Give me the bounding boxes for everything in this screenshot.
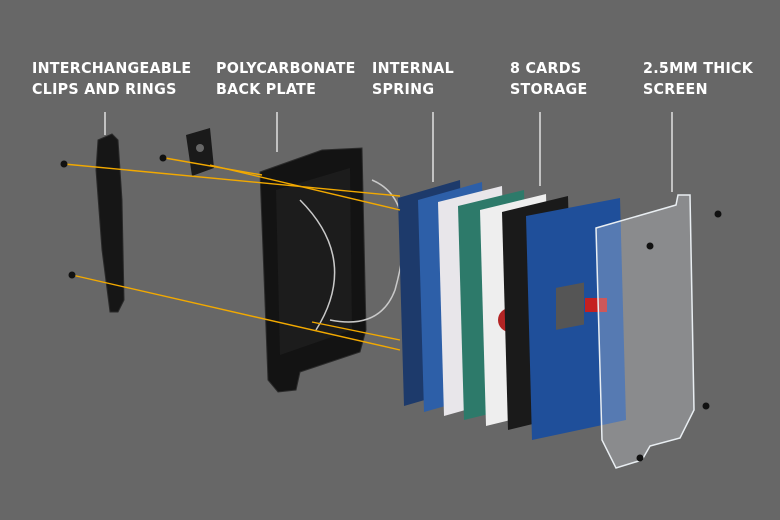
label-line: 8 CARDS xyxy=(510,59,582,77)
internal-spring xyxy=(299,179,405,331)
label-line: BACK PLATE xyxy=(216,80,317,98)
label-internal-spring: INTERNAL SPRING xyxy=(372,58,454,100)
screws xyxy=(60,154,722,462)
label-card-storage: 8 CARDS STORAGE xyxy=(510,58,588,100)
guide-lines xyxy=(63,157,401,351)
label-line: STORAGE xyxy=(510,80,588,98)
label-line: INTERNAL xyxy=(372,59,454,77)
label-screen: 2.5MM THICK SCREEN xyxy=(643,58,753,100)
cards-stack xyxy=(398,180,626,440)
belt-clip xyxy=(95,133,125,313)
label-line: 2.5MM THICK xyxy=(643,59,754,77)
label-line: SPRING xyxy=(372,80,435,98)
label-line: INTERCHANGEABLE xyxy=(32,59,192,77)
leader-lines xyxy=(104,112,673,192)
label-clips-and-rings: INTERCHANGEABLE CLIPS AND RINGS xyxy=(32,58,191,100)
label-line: POLYCARBONATE xyxy=(216,59,356,77)
label-back-plate: POLYCARBONATE BACK PLATE xyxy=(216,58,356,100)
clear-screen xyxy=(595,194,695,469)
label-line: CLIPS AND RINGS xyxy=(32,80,177,98)
label-line: SCREEN xyxy=(643,80,708,98)
